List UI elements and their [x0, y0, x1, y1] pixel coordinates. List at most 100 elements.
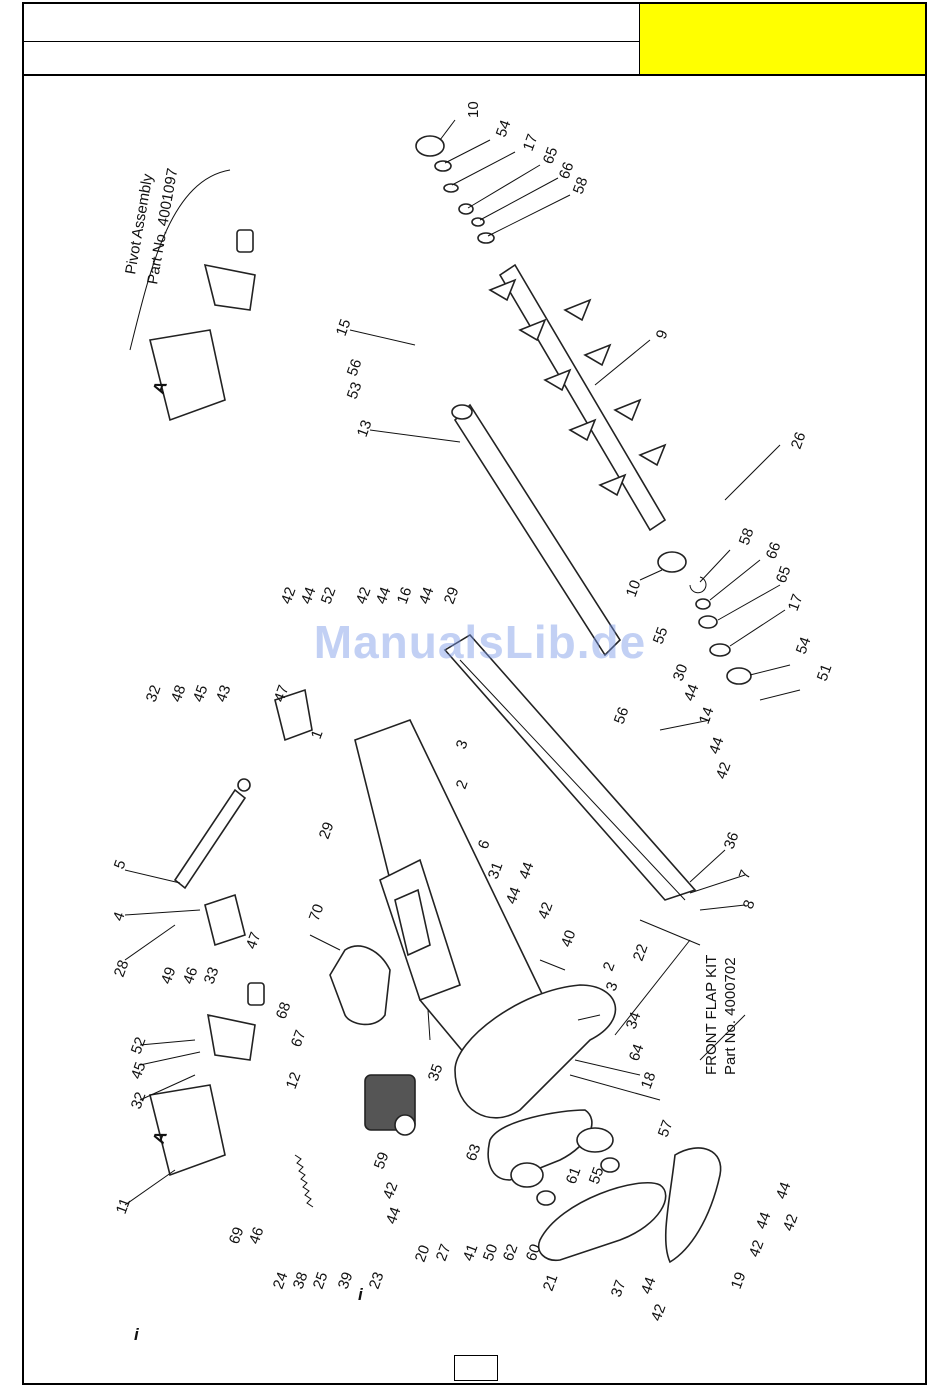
callout-label: 42: [713, 760, 735, 781]
callout-label: 35: [425, 1062, 447, 1083]
page-number-box: [454, 1355, 498, 1381]
callout-label: 41: [460, 1242, 482, 1263]
title-block-row-1: [24, 4, 640, 42]
callout-label: 6: [475, 838, 494, 852]
pivot-group-bracket: [129, 169, 231, 351]
front-flap-kit-part-no: Part No. 4000702: [722, 957, 739, 1075]
callout-label: 32: [128, 1090, 150, 1111]
gearbox-59: [364, 1074, 416, 1136]
callout-label: 44: [638, 1275, 660, 1296]
callout-label: 39: [335, 1270, 357, 1291]
callout-label: 44: [373, 585, 395, 606]
front-flap: [443, 633, 701, 946]
callout-label: 19: [728, 1270, 750, 1291]
callout-label: 64: [626, 1042, 648, 1063]
callout-label: 47: [243, 930, 265, 951]
callout-label: 31: [485, 860, 507, 881]
callout-label: 61: [563, 1165, 585, 1186]
callout-label: 67: [288, 1028, 310, 1049]
watermark: ManualsLib.de: [313, 616, 647, 668]
callout-label: 65: [540, 145, 562, 166]
info-icon: i: [134, 1325, 140, 1344]
callout-label: 49: [158, 965, 180, 986]
callout-label: 7: [736, 868, 755, 882]
callout-label: 65: [773, 564, 795, 585]
callout-label: 28: [111, 958, 133, 979]
callout-label: 16: [394, 585, 416, 606]
callout-label: 68: [273, 1000, 295, 1021]
tension-spring-25: [294, 1154, 314, 1208]
callout-label: 55: [650, 625, 672, 646]
callout-label: 46: [246, 1225, 268, 1246]
callout-label: 44: [503, 885, 525, 906]
callout-label: 44: [773, 1180, 795, 1201]
callout-label: 42: [780, 1212, 802, 1233]
front-flap-kit-title: FRONT FLAP KIT: [703, 955, 720, 1075]
callout-label: 8: [740, 898, 759, 912]
callout-label: 26: [788, 430, 810, 451]
callout-label: 54: [793, 635, 815, 656]
pivot-marker: A: [149, 378, 171, 396]
callout-label: 36: [721, 830, 743, 851]
callout-label: 62: [500, 1242, 522, 1263]
callout-label: 43: [213, 683, 235, 704]
callout-label: 66: [763, 540, 785, 561]
callout-label: 55: [586, 1165, 608, 1186]
callout-label: 10: [465, 101, 482, 118]
callout-label: 22: [630, 942, 652, 963]
pivot-bracket-bottom: [149, 982, 265, 1177]
callout-label: 58: [736, 526, 758, 547]
callout-label: 23: [366, 1270, 388, 1291]
callout-label: 25: [310, 1270, 332, 1291]
callout-label: 44: [516, 860, 538, 881]
info-icon: i: [358, 1285, 364, 1304]
callout-label: 13: [354, 418, 376, 439]
callout-label: 32: [143, 683, 165, 704]
callout-label: 3: [453, 738, 472, 752]
callout-label: 20: [412, 1243, 434, 1264]
callout-label: 44: [753, 1210, 775, 1231]
callout-label: 42: [278, 585, 300, 606]
page-frame: [22, 2, 927, 1385]
title-block-row-2: [24, 42, 640, 76]
callout-label: 66: [556, 160, 578, 181]
callout-label: 9: [653, 328, 672, 342]
callout-label: 59: [371, 1150, 393, 1171]
callout-label: 44: [383, 1205, 405, 1226]
callout-label: 48: [168, 683, 190, 704]
rotor-tube-13: [451, 403, 622, 657]
tine-shaft-9: [488, 263, 667, 532]
callout-label: 60: [523, 1242, 545, 1263]
belt-drive-case: [454, 984, 620, 1206]
side-skid-19: [664, 1147, 722, 1264]
callout-label: 14: [696, 705, 718, 726]
callout-label: 63: [463, 1142, 485, 1163]
callout-label: 42: [648, 1302, 670, 1323]
callout-label: 54: [493, 118, 515, 139]
callout-label: 12: [283, 1070, 305, 1091]
callout-label: 21: [540, 1272, 562, 1293]
callout-label: 45: [190, 683, 212, 704]
callout-label: 1: [308, 728, 327, 742]
callout-label: 44: [416, 585, 438, 606]
hydraulic-cylinder-5: [173, 778, 251, 890]
protective-cap-70: [329, 945, 391, 1026]
callout-label: 30: [670, 662, 692, 683]
callout-label: 24: [270, 1270, 292, 1291]
belt-cover-21: [538, 1181, 667, 1262]
callout-label: 37: [608, 1278, 630, 1299]
callout-label: 38: [290, 1270, 312, 1291]
callout-label: 50: [480, 1242, 502, 1263]
callout-label: 51: [814, 662, 836, 683]
callout-label: 4: [110, 910, 129, 924]
callout-label: 57: [655, 1118, 677, 1139]
callout-label: 29: [316, 820, 338, 841]
callout-label: 42: [535, 900, 557, 921]
mount-bracket-1: [274, 688, 313, 742]
callout-label: 45: [128, 1060, 150, 1081]
callout-label: 2: [600, 960, 619, 974]
callout-label: 10: [623, 578, 645, 599]
bearing-set-top: [415, 135, 495, 244]
pivot-bracket-top: [149, 229, 256, 422]
